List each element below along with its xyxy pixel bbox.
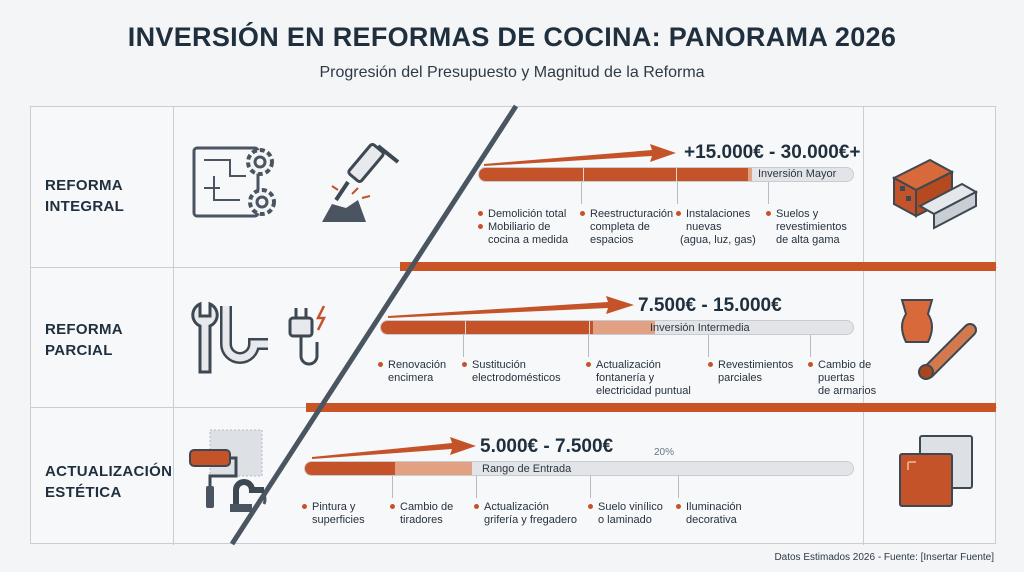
source-footnote: Datos Estimados 2026 - Fuente: [Insertar… xyxy=(774,552,994,563)
row-separator xyxy=(306,403,996,412)
progress-bar xyxy=(478,167,854,182)
vase-icon xyxy=(900,299,977,380)
list-item: Actualización fontanería y electricidad … xyxy=(586,359,691,398)
progress-bar xyxy=(380,320,854,335)
price-range: 5.000€ - 7.500€ xyxy=(480,436,614,457)
gears-icon xyxy=(246,148,276,216)
jackhammer-icon xyxy=(322,143,400,222)
list-item: Suelo vinílico o laminado xyxy=(588,501,663,527)
growth-arrow xyxy=(388,296,634,318)
page-subtitle: Progresión del Presupuesto y Magnitud de… xyxy=(319,64,705,81)
paint-roller-icon xyxy=(189,429,267,512)
progress-bar xyxy=(304,461,854,476)
list-item: Reestructuración completa de espacios xyxy=(580,208,673,247)
list-item: Demolición total Mobiliario de cocina a … xyxy=(478,208,568,247)
bar-label: Rango de Entrada xyxy=(482,463,572,475)
copper-pipe-icon xyxy=(918,323,977,380)
percent-label: 20% xyxy=(654,447,675,458)
row-separator xyxy=(400,262,996,271)
list-item: Cambio de puertas de armarios xyxy=(808,359,876,398)
wrench-icon xyxy=(191,301,327,374)
growth-arrow xyxy=(312,437,476,459)
list-item: Actualización grifería y fregadero xyxy=(474,501,577,527)
column-divider xyxy=(863,107,864,545)
list-item: Suelos y revestimientos de alta gama xyxy=(766,208,847,247)
bar-label: Inversión Intermedia xyxy=(650,322,750,334)
blueprint-icon xyxy=(192,146,276,218)
column-divider xyxy=(173,107,174,545)
faucet-icon xyxy=(230,479,267,512)
bar-label: Inversión Mayor xyxy=(758,168,837,180)
list-item: Sustitución electrodomésticos xyxy=(462,359,561,385)
plug-icon xyxy=(288,305,327,366)
list-item: Cambio de tiradores xyxy=(390,501,453,527)
tile-icon xyxy=(899,435,973,507)
list-item: Iluminación decorativa xyxy=(676,501,742,527)
pipe-icon xyxy=(220,306,268,364)
brick-icon xyxy=(891,158,978,230)
list-item: Renovación encimera xyxy=(378,359,446,385)
list-item: Pintura y superficies xyxy=(302,501,365,527)
price-range: 7.500€ - 15.000€ xyxy=(638,295,782,316)
page-title: INVERSIÓN EN REFORMAS DE COCINA: PANORAM… xyxy=(127,22,897,52)
growth-arrow xyxy=(484,144,676,166)
price-range: +15.000€ - 30.000€+ xyxy=(684,142,861,163)
list-item: Instalaciones nuevas (agua, luz, gas) xyxy=(676,208,756,247)
list-item: Revestimientos parciales xyxy=(708,359,793,385)
